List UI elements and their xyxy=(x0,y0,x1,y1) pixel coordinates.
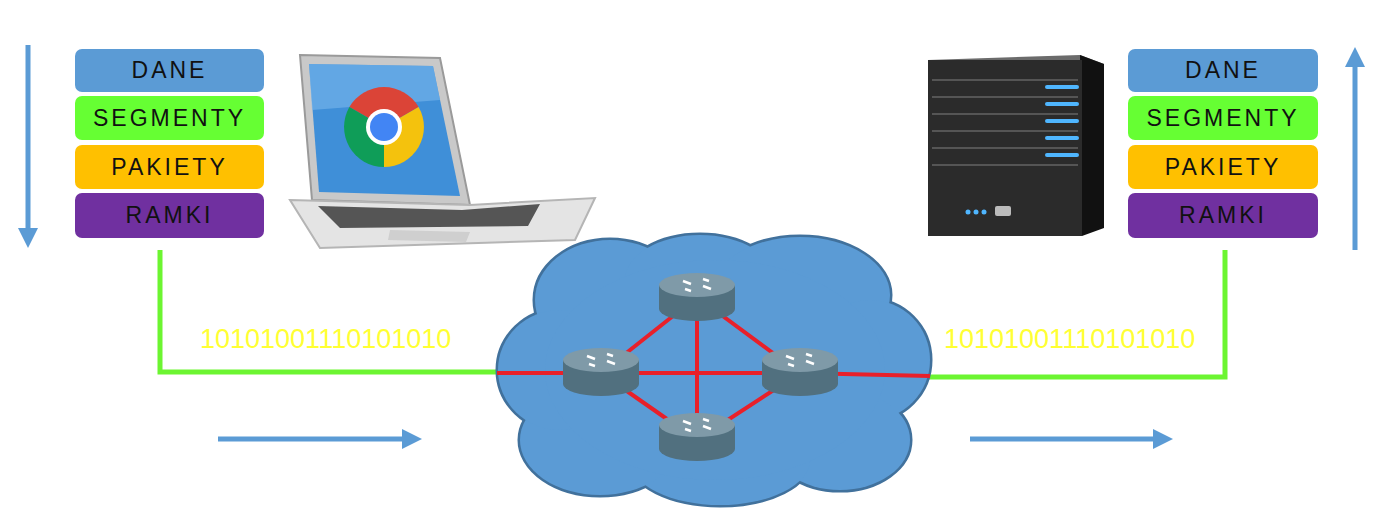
packet-layer-box: PAKIETY xyxy=(75,145,264,189)
server-illustration xyxy=(928,55,1104,236)
bit-stream: 10101001110101010 xyxy=(200,324,451,355)
layer-label: SEGMENTY xyxy=(1146,105,1299,132)
browser-icon xyxy=(344,87,424,167)
bit-stream: 10101001110101010 xyxy=(944,324,1195,355)
segment-layer-box: SEGMENTY xyxy=(75,96,264,140)
network-cloud xyxy=(498,235,930,505)
layer-label: DANE xyxy=(132,57,208,84)
layer-label: RAMKI xyxy=(1179,202,1267,229)
frame-layer-box: RAMKI xyxy=(1128,193,1318,238)
packet-layer-box: PAKIETY xyxy=(1128,145,1318,189)
frame-layer-box: RAMKI xyxy=(75,193,264,238)
router-icons xyxy=(563,273,838,461)
data-layer-box: DANE xyxy=(75,49,264,92)
laptop-illustration xyxy=(290,55,595,248)
segment-layer-box: SEGMENTY xyxy=(1128,96,1318,140)
layer-label: DANE xyxy=(1185,57,1261,84)
data-layer-box: DANE xyxy=(1128,49,1318,92)
layer-label: PAKIETY xyxy=(111,154,227,181)
layer-label: PAKIETY xyxy=(1165,154,1281,181)
layer-label: SEGMENTY xyxy=(93,105,246,132)
layer-label: RAMKI xyxy=(126,202,214,229)
